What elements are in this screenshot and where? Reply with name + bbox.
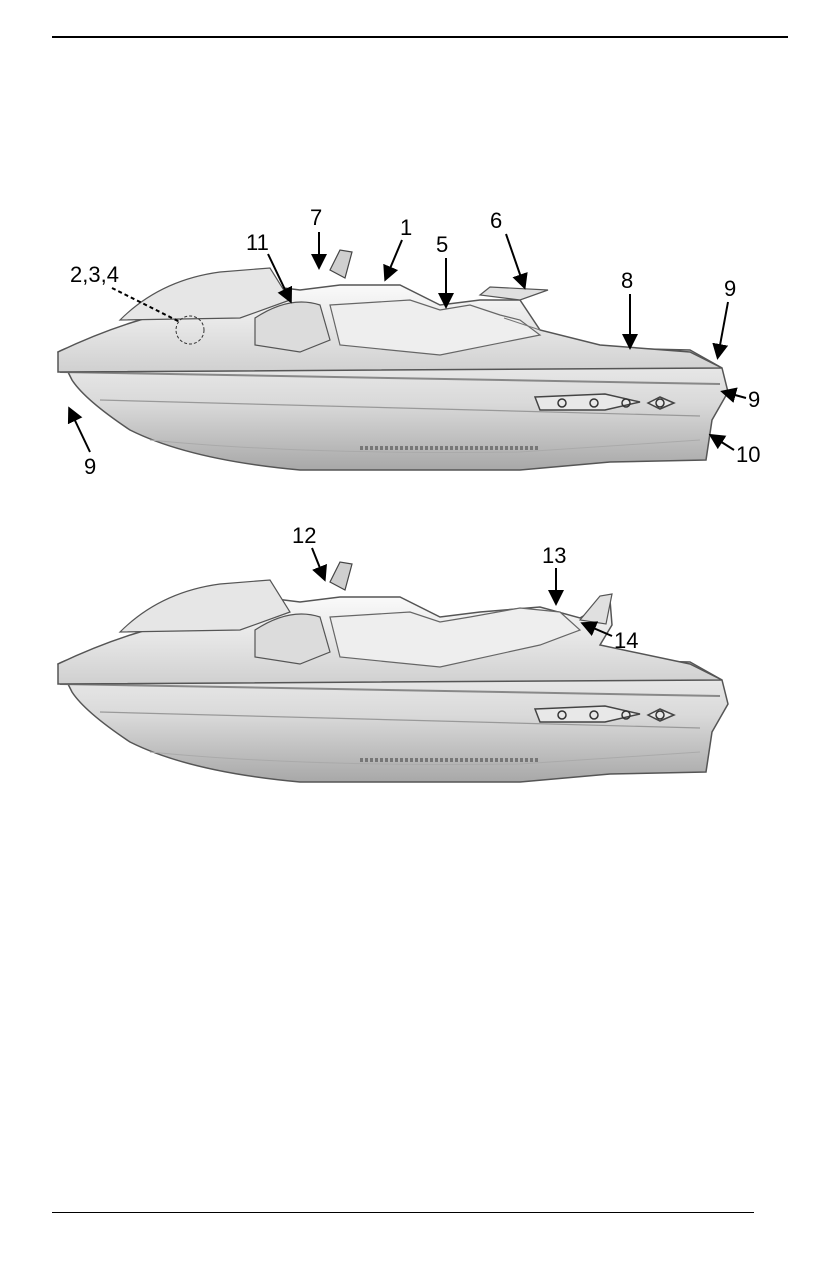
callout-13: 13 (542, 543, 566, 606)
component-location-circle (175, 315, 205, 345)
side-vents (533, 705, 676, 723)
callout-7: 7 (310, 205, 327, 270)
callout-10: 10 (708, 433, 760, 467)
callout-14: 14 (580, 621, 638, 653)
svg-text:7: 7 (310, 205, 322, 230)
header-rule (52, 36, 788, 38)
svg-text:10: 10 (736, 442, 760, 467)
side-vents (533, 393, 676, 411)
callout-8: 8 (621, 268, 638, 350)
watercraft-side-view-top: 1 2,3,4 5 6 7 8 9 9 9 10 11 (0, 190, 825, 490)
watercraft-side-view-bottom: 12 13 14 (0, 520, 825, 790)
callout-5: 5 (436, 232, 454, 309)
svg-text:2,3,4: 2,3,4 (70, 262, 119, 287)
svg-text:9: 9 (724, 276, 736, 301)
svg-text:12: 12 (292, 523, 316, 548)
svg-text:1: 1 (400, 215, 412, 240)
callout-6: 6 (490, 208, 528, 290)
callout-2-3-4: 2,3,4 (70, 262, 181, 323)
callout-9-right: 9 (720, 387, 760, 412)
svg-text:6: 6 (490, 208, 502, 233)
svg-text:11: 11 (246, 230, 269, 255)
callout-12: 12 (292, 523, 327, 582)
svg-text:14: 14 (614, 628, 638, 653)
callout-9-bottom-left: 9 (67, 406, 96, 479)
svg-text:5: 5 (436, 232, 448, 257)
footer-rule (52, 1212, 754, 1213)
callout-9-top-right: 9 (712, 276, 736, 360)
callout-11: 11 (246, 230, 293, 304)
svg-text:13: 13 (542, 543, 566, 568)
svg-text:8: 8 (621, 268, 633, 293)
callout-1: 1 (383, 215, 412, 282)
deck (57, 561, 723, 685)
svg-text:9: 9 (748, 387, 760, 412)
svg-text:9: 9 (84, 454, 96, 479)
deck (57, 249, 723, 373)
